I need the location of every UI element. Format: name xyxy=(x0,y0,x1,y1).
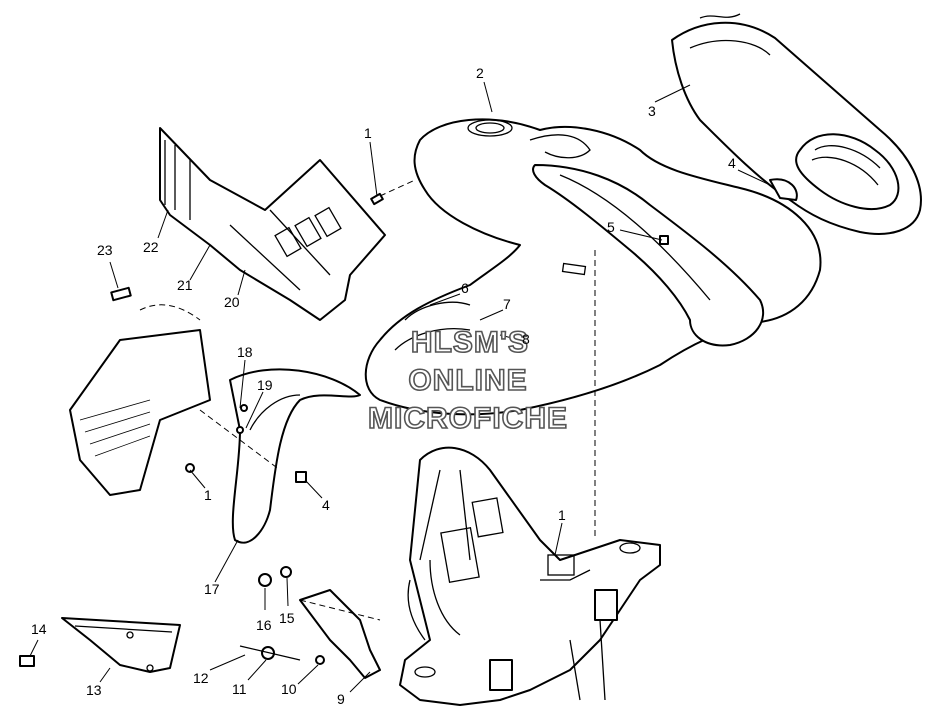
side-panel-part-21 xyxy=(159,127,386,321)
callout-10: 10 xyxy=(281,681,297,697)
callout-2: 2 xyxy=(476,65,484,81)
callout-7: 7 xyxy=(503,296,511,312)
callout-20: 20 xyxy=(224,294,240,310)
alignment-lines xyxy=(199,179,596,621)
callout-17: 17 xyxy=(204,581,220,597)
callout-12: 12 xyxy=(193,670,209,686)
callout-18: 18 xyxy=(237,344,253,360)
callout-3: 3 xyxy=(648,103,656,119)
callout-6: 6 xyxy=(461,280,469,296)
watermark-line-1: HLSM'S xyxy=(411,326,529,359)
callout-1-left: 1 xyxy=(204,487,212,503)
skid-plate-part-13 xyxy=(61,617,181,673)
frame-chassis xyxy=(399,446,661,706)
watermark-line-2: ONLINE xyxy=(408,364,527,397)
watermark: HLSM'S ONLINE MICROFICHE xyxy=(367,325,568,436)
rear-fender-part-3 xyxy=(671,13,922,235)
callout-1-top: 1 xyxy=(364,125,372,141)
leader-lines xyxy=(29,81,771,693)
callout-19: 19 xyxy=(257,377,273,393)
callout-8: 8 xyxy=(522,331,530,347)
callout-4-left: 4 xyxy=(322,497,330,513)
fasteners xyxy=(19,192,669,667)
watermark-line-3: MICROFICHE xyxy=(368,402,568,435)
callout-4-right: 4 xyxy=(728,155,736,171)
callout-labels: 1 2 3 4 5 6 7 8 18 19 1 4 1 17 16 15 14 … xyxy=(31,65,736,707)
callout-15: 15 xyxy=(279,610,295,626)
callout-14: 14 xyxy=(31,621,47,637)
callout-16: 16 xyxy=(256,617,272,633)
callout-5: 5 xyxy=(607,219,615,235)
callout-22: 22 xyxy=(143,239,159,255)
callout-23: 23 xyxy=(97,242,113,258)
main-body-fender-part-2 xyxy=(364,118,822,416)
callout-21: 21 xyxy=(177,277,193,293)
callout-1-frame: 1 xyxy=(558,507,566,523)
callout-11: 11 xyxy=(232,681,247,697)
callout-9: 9 xyxy=(337,691,345,707)
floorboard xyxy=(69,304,211,496)
callout-13: 13 xyxy=(86,682,102,698)
inner-guard-part-17 xyxy=(229,368,361,544)
bracket-part-9 xyxy=(299,589,381,679)
